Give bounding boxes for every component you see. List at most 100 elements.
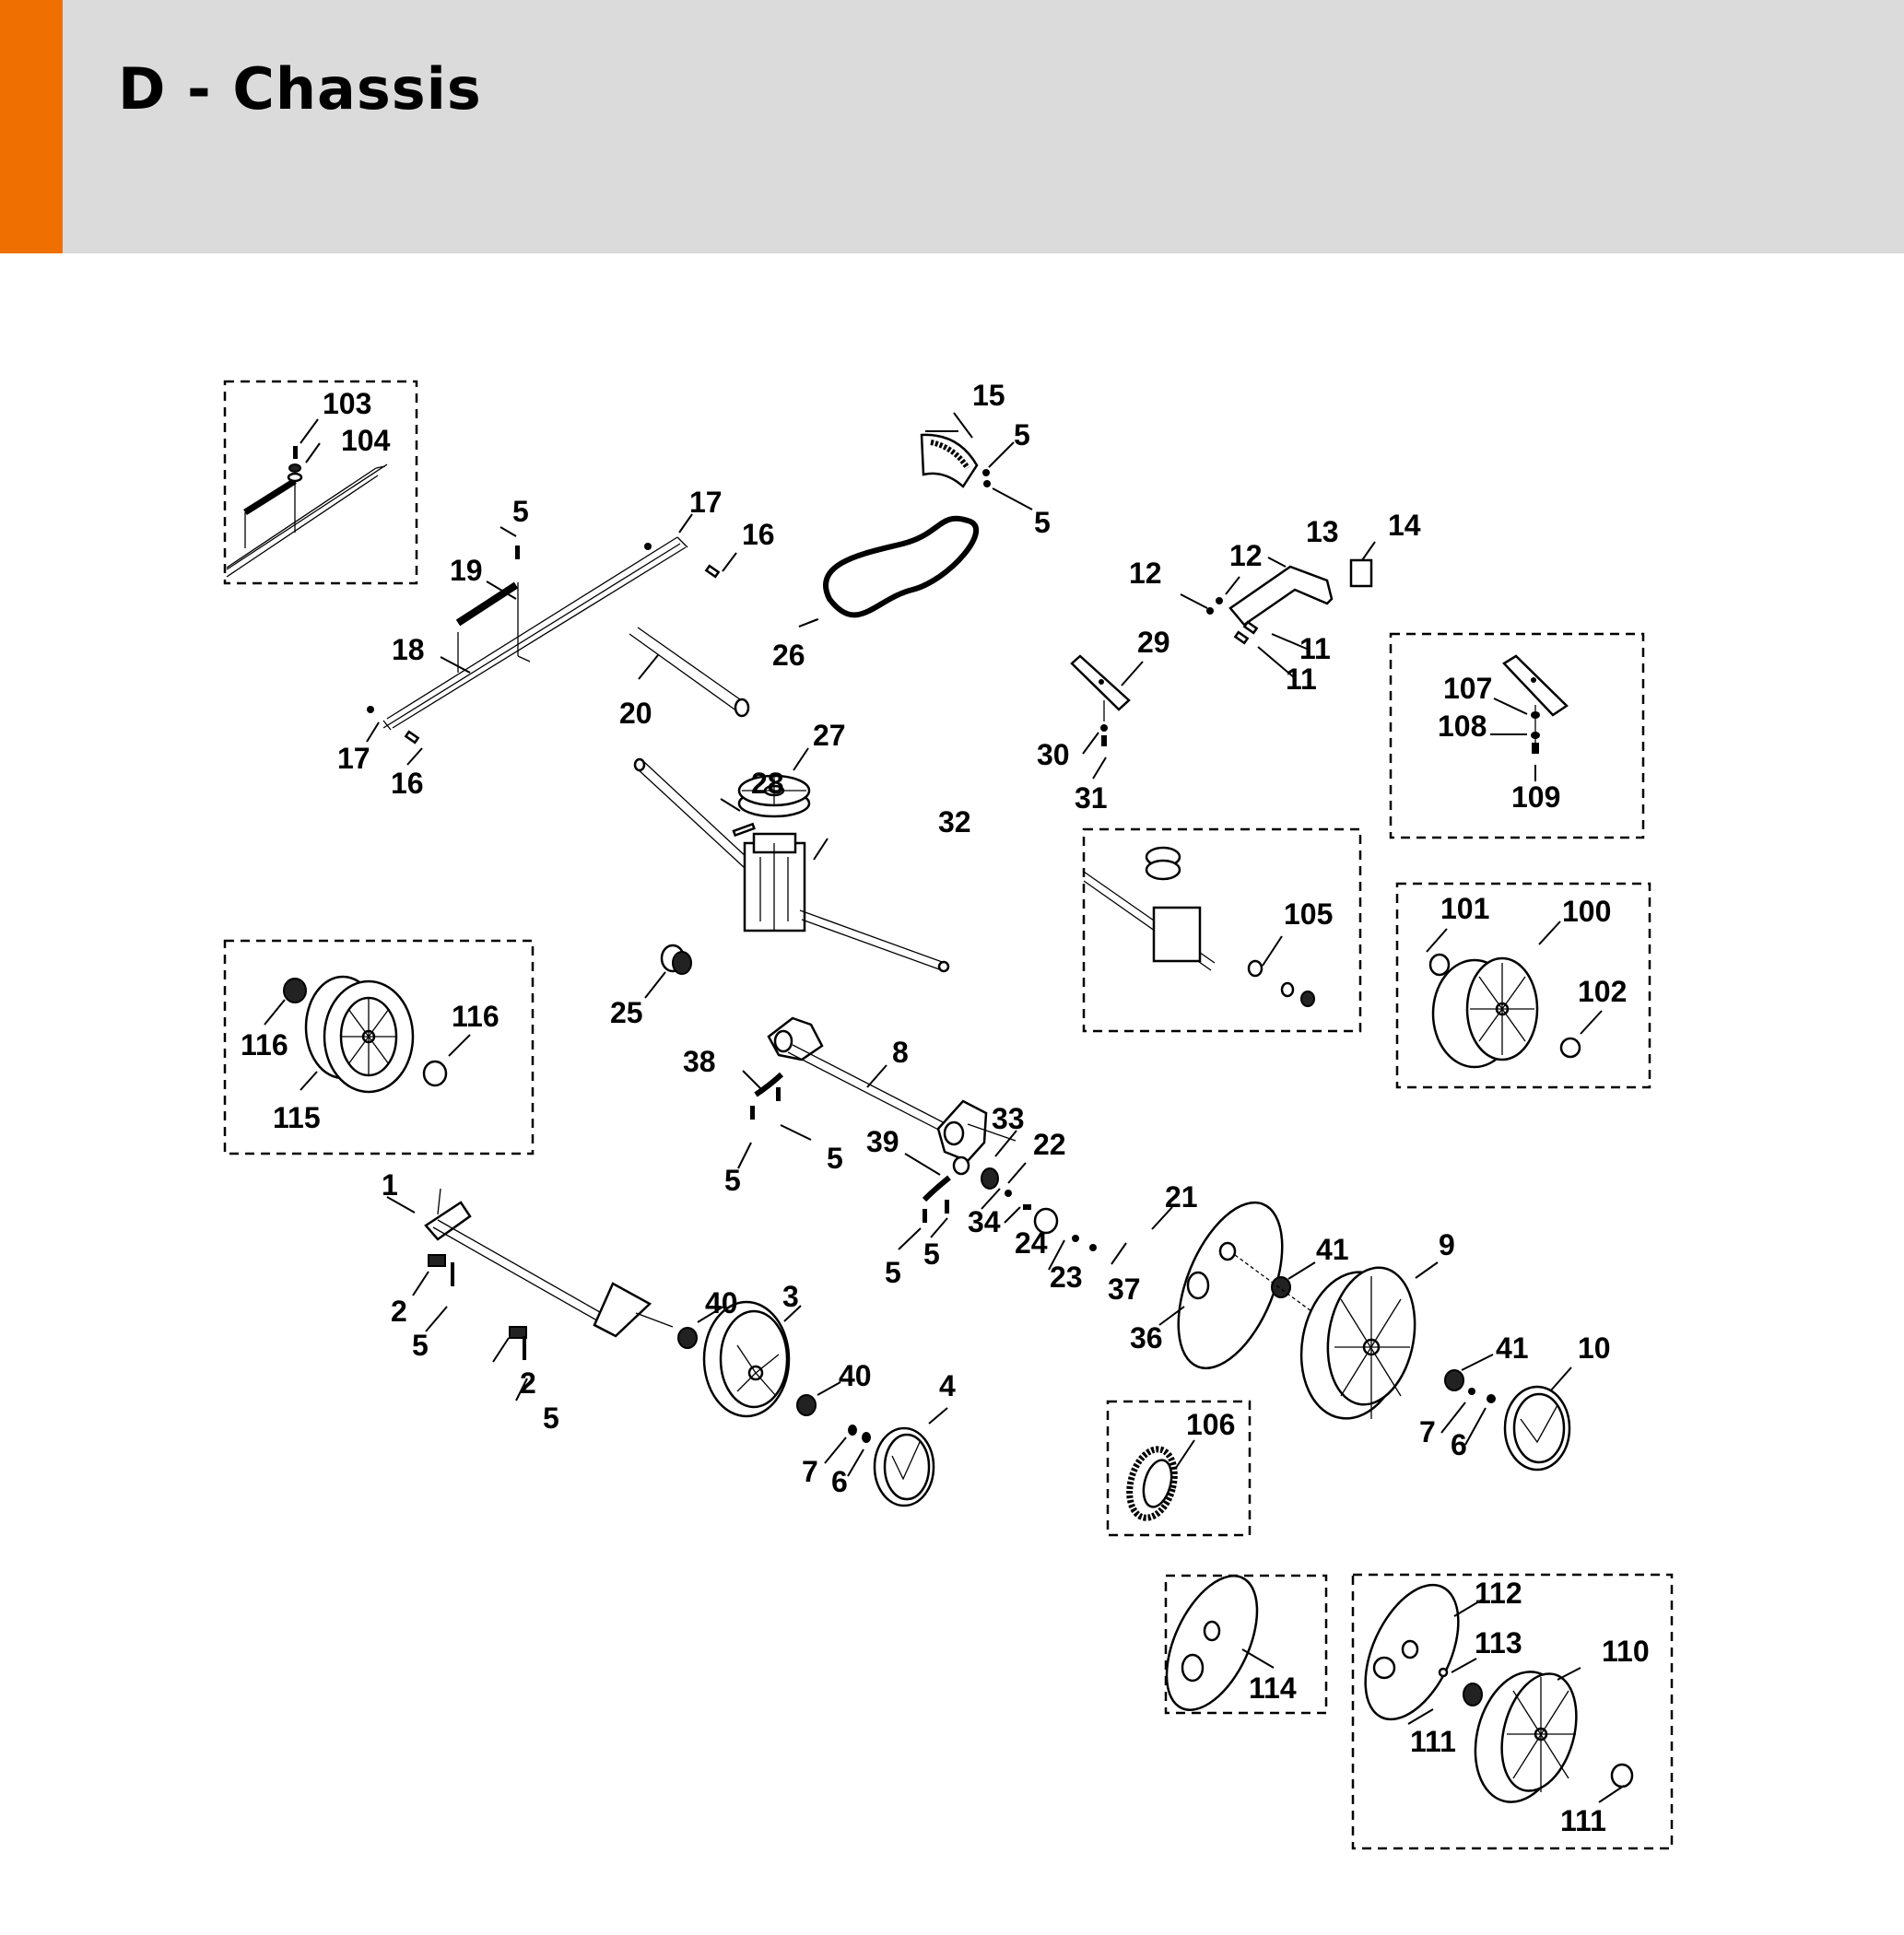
callout-23: 23 xyxy=(1050,1261,1083,1294)
callout-100: 100 xyxy=(1562,895,1611,928)
callout-116-b: 116 xyxy=(452,1000,500,1033)
callout-5-clip39-b: 5 xyxy=(923,1237,940,1271)
callout-7-front: 7 xyxy=(802,1455,818,1488)
pinion-23 xyxy=(1033,1207,1059,1235)
header-bar xyxy=(0,0,1904,253)
key-28 xyxy=(732,822,756,838)
bolt-16-top xyxy=(704,564,721,579)
callout-41-b: 41 xyxy=(1496,1331,1529,1365)
nut-17-top xyxy=(644,543,652,550)
gear-106 xyxy=(1126,1446,1178,1521)
rear-wheel-9 xyxy=(1299,1266,1416,1420)
callout-18: 18 xyxy=(392,633,425,666)
callout-4: 4 xyxy=(939,1369,956,1402)
front-wheel-3 xyxy=(677,1300,871,1443)
callout-5-front-b: 5 xyxy=(543,1401,559,1435)
callout-37: 37 xyxy=(1108,1272,1141,1306)
callout-16-top: 16 xyxy=(742,518,775,551)
callout-17-top: 17 xyxy=(689,486,723,519)
callout-101: 101 xyxy=(1440,892,1489,925)
callout-15: 15 xyxy=(972,379,1005,412)
callout-2-a: 2 xyxy=(391,1295,407,1328)
callout-3: 3 xyxy=(782,1280,799,1313)
callout-14: 14 xyxy=(1388,509,1421,542)
callout-109: 109 xyxy=(1511,780,1560,814)
nut-17-bottom xyxy=(367,706,374,713)
bracket-variant-drawing xyxy=(1502,654,1569,754)
washer-41-a xyxy=(1271,1276,1291,1298)
cover-36 xyxy=(1177,1201,1284,1370)
ring-22 xyxy=(1005,1190,1012,1197)
callout-5-handle: 5 xyxy=(512,495,529,528)
callout-6-front: 6 xyxy=(831,1465,848,1498)
gearbox-variant-drawing xyxy=(1083,846,1315,1007)
callout-31: 31 xyxy=(1075,781,1108,815)
callout-10: 10 xyxy=(1578,1331,1611,1365)
callout-30: 30 xyxy=(1037,738,1070,771)
callout-11-b: 11 xyxy=(1286,663,1317,696)
callout-40-a: 40 xyxy=(705,1286,738,1319)
callout-115: 115 xyxy=(273,1101,321,1134)
callout-32: 32 xyxy=(938,805,971,838)
clip-2-b xyxy=(509,1326,527,1339)
spring-detail-drawing xyxy=(226,446,388,578)
callout-39: 39 xyxy=(866,1125,899,1158)
callout-8: 8 xyxy=(892,1036,909,1069)
callout-25: 25 xyxy=(610,996,643,1029)
callout-19: 19 xyxy=(450,554,483,587)
callout-16-bottom: 16 xyxy=(391,767,424,800)
callout-40-b: 40 xyxy=(839,1359,872,1392)
wheel-kit-drawing xyxy=(1364,1583,1634,1803)
nut-21 xyxy=(1089,1244,1097,1251)
block-14 xyxy=(1349,558,1373,588)
callout-38: 38 xyxy=(683,1045,716,1078)
detail-box-cover xyxy=(1164,1574,1328,1715)
callout-107: 107 xyxy=(1443,672,1492,705)
callout-12-b: 12 xyxy=(1129,557,1162,590)
callout-21: 21 xyxy=(1165,1180,1198,1214)
detail-box-gear xyxy=(1106,1400,1252,1537)
callout-104: 104 xyxy=(341,424,391,457)
callout-116-a: 116 xyxy=(241,1028,288,1061)
front-axle-1 xyxy=(424,1188,674,1338)
pin-5 xyxy=(515,545,520,559)
gearbox-32 xyxy=(633,757,950,973)
callout-13: 13 xyxy=(1306,515,1339,548)
clip-39 xyxy=(922,1175,951,1202)
callout-2-b: 2 xyxy=(520,1366,536,1400)
bolt-16-bottom xyxy=(404,730,420,745)
callout-20: 20 xyxy=(619,697,652,730)
detail-box-front-wheel xyxy=(223,939,535,1155)
callout-105: 105 xyxy=(1284,897,1333,931)
bearing-34 xyxy=(981,1167,999,1190)
callout-7-rear: 7 xyxy=(1419,1415,1436,1448)
callout-5-clip39-a: 5 xyxy=(885,1256,901,1289)
rear-axle-8 xyxy=(767,1016,1017,1163)
callout-33: 33 xyxy=(992,1102,1025,1135)
callout-5-plate-b: 5 xyxy=(1034,506,1051,539)
bracket-29 xyxy=(1070,654,1131,746)
detail-box-wheel-kit xyxy=(1351,1573,1674,1850)
cover-114 xyxy=(1165,1575,1259,1711)
callout-110: 110 xyxy=(1602,1635,1650,1668)
callout-114: 114 xyxy=(1249,1671,1297,1705)
callout-6-rear: 6 xyxy=(1451,1428,1467,1461)
plate-15 xyxy=(920,433,979,488)
belt-26 xyxy=(823,515,980,618)
callout-1: 1 xyxy=(382,1168,398,1202)
rear-wheel-variant-drawing xyxy=(1428,953,1581,1069)
callout-102: 102 xyxy=(1578,975,1627,1008)
key-24 xyxy=(1023,1204,1031,1210)
callout-34: 34 xyxy=(968,1205,1001,1238)
callout-41-a: 41 xyxy=(1316,1233,1349,1266)
callout-26: 26 xyxy=(772,639,805,672)
accent-stripe xyxy=(0,0,63,253)
screw-103 xyxy=(293,446,298,459)
spring-19 xyxy=(455,581,519,627)
callout-106: 106 xyxy=(1186,1408,1235,1441)
washer-37 xyxy=(1072,1235,1079,1242)
callout-28: 28 xyxy=(751,767,784,800)
callout-12-a: 12 xyxy=(1229,539,1263,572)
rod-20 xyxy=(629,627,750,718)
